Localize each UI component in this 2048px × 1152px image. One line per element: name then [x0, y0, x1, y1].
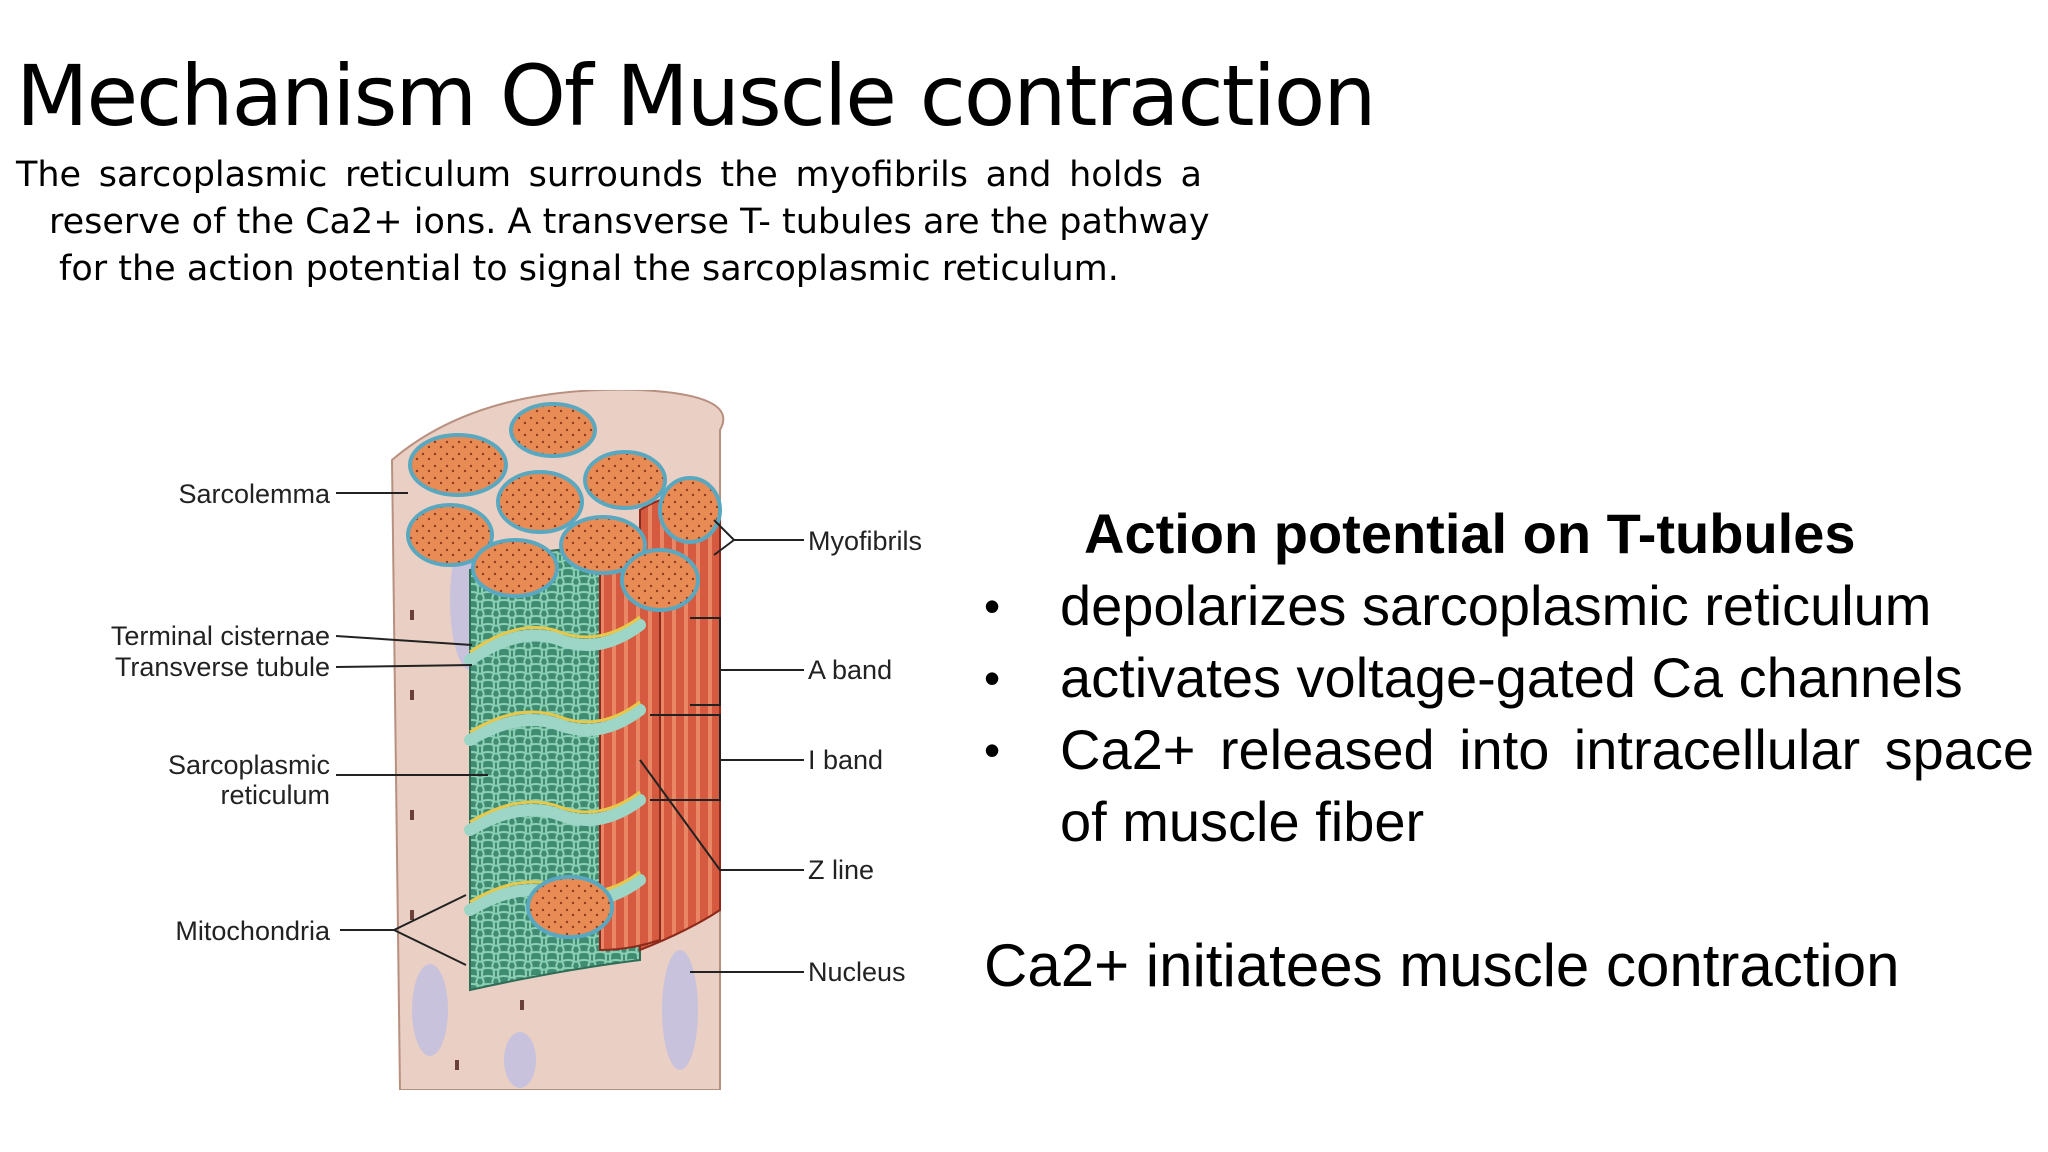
- label-reticulum: reticulum: [220, 780, 330, 810]
- intro-line-3: for the action potential to signal the s…: [59, 249, 1119, 289]
- myofibril-end: [471, 538, 559, 598]
- myofibril-end: [658, 476, 722, 544]
- label-terminal-cisternae: Terminal cisternae: [111, 621, 330, 651]
- intro-paragraph: The sarcoplasmic reticulum surrounds the…: [16, 152, 1210, 293]
- myofibril-end: [509, 402, 597, 458]
- bullet-icon: •: [984, 652, 1001, 704]
- mitochondrion: [412, 964, 448, 1056]
- bullet-item: • depolarizes sarcoplasmic reticulum: [984, 570, 2034, 642]
- label-transverse-tubule: Transverse tubule: [115, 652, 330, 682]
- label-a-band: A band: [808, 655, 892, 685]
- myofibril-end: [408, 433, 508, 497]
- myofibril-end: [620, 548, 700, 612]
- mitochondrion: [504, 1032, 536, 1088]
- myofibril-end: [496, 470, 584, 534]
- label-myofibrils: Myofibrils: [808, 526, 922, 556]
- bullet-item: • Ca2+ released into intracellular space…: [984, 714, 2034, 858]
- mitochondrion: [662, 950, 698, 1070]
- myofibril-end: [583, 450, 667, 510]
- bullet-text: depolarizes sarcoplasmic reticulum: [1060, 574, 1932, 637]
- action-potential-panel: Action potential on T-tubules • depolari…: [984, 498, 2034, 858]
- label-z-line: Z line: [808, 855, 874, 885]
- myofibril-end: [559, 515, 647, 575]
- myofibril-end: [526, 875, 614, 939]
- intro-line-1: The sarcoplasmic reticulum surrounds the…: [16, 155, 1202, 195]
- myofibril-end: [406, 503, 494, 567]
- panel-heading: Action potential on T-tubules: [1084, 502, 1856, 565]
- bullet-icon: •: [984, 580, 1001, 632]
- intro-line-2: reserve of the Ca2+ ions. A transverse T…: [49, 202, 1210, 242]
- label-i-band: I band: [808, 745, 883, 775]
- bullet-item: • activates voltage-gated Ca channels: [984, 642, 2034, 714]
- bullet-list: • depolarizes sarcoplasmic reticulum • a…: [984, 570, 2034, 858]
- bullet-icon: •: [984, 724, 1001, 776]
- muscle-fiber-diagram: Sarcolemma Terminal cisternae Transverse…: [111, 390, 922, 1090]
- label-sarcoplasmic: Sarcoplasmic: [168, 750, 330, 780]
- conclusion-text: Ca2+ initiatees muscle contraction: [984, 932, 1900, 999]
- label-nucleus: Nucleus: [808, 957, 906, 987]
- label-mitochondria: Mitochondria: [175, 916, 331, 946]
- bullet-text: Ca2+ released into intracellular space o…: [1060, 718, 2034, 853]
- bullet-text: activates voltage-gated Ca channels: [1060, 646, 1963, 709]
- slide-title: Mechanism Of Muscle contraction: [16, 47, 1377, 145]
- label-sarcolemma: Sarcolemma: [178, 479, 331, 509]
